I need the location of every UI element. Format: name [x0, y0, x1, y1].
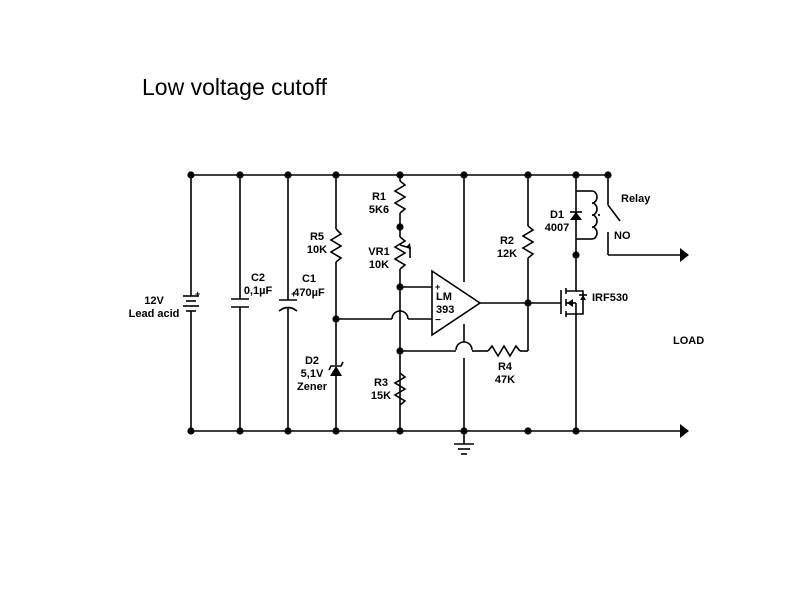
ground-symbol: [454, 443, 474, 455]
c2-name: C2: [251, 272, 265, 284]
resistor-r1: R1 5K6: [369, 175, 407, 237]
r3-name: R3: [374, 377, 388, 389]
diode-d1: D1 4007: [545, 209, 582, 234]
comparator-lm393: + − LM 393: [431, 269, 482, 337]
comparator-minus: −: [435, 315, 441, 326]
c1-name: C1: [302, 273, 316, 285]
mosfet-name: IRF530: [592, 292, 628, 304]
relay-contact-label: NO: [614, 230, 631, 242]
comparator-line1: LM: [436, 291, 452, 303]
resistor-r3: R3 15K: [371, 372, 407, 406]
relay-contact: Relay NO: [596, 175, 689, 262]
r4-value: 47K: [495, 374, 515, 386]
d2-value: 5,1V: [301, 368, 324, 380]
junction-dots: [187, 171, 612, 435]
zener-diode-d2: D2 5,1V Zener: [297, 355, 344, 431]
c1-value: 470µF: [293, 287, 325, 299]
resistor-r4: R4 47K: [400, 344, 528, 386]
battery-plus: +: [195, 289, 200, 299]
comparator-plus: +: [435, 282, 440, 292]
d2-name: D2: [305, 355, 319, 367]
d2-type: Zener: [297, 381, 328, 393]
r1-name: R1: [372, 191, 386, 203]
resistor-r5: R5 10K: [307, 175, 343, 365]
ground-rail: [191, 424, 689, 438]
battery-12v: + 12V Lead acid: [129, 175, 200, 431]
r2-name: R2: [500, 235, 514, 247]
r1-value: 5K6: [369, 204, 389, 216]
c2-value: 0,1µF: [244, 285, 273, 297]
load-label: LOAD: [673, 335, 704, 347]
d1-name: D1: [550, 209, 564, 221]
r5-name: R5: [310, 231, 324, 243]
r2-value: 12K: [497, 248, 517, 260]
battery-voltage: 12V: [144, 295, 164, 307]
reference-wire: [336, 310, 432, 320]
battery-type: Lead acid: [129, 308, 180, 320]
potentiometer-vr1: VR1 10K: [368, 236, 411, 432]
relay-name: Relay: [621, 193, 651, 205]
c1-plus: +: [291, 289, 296, 299]
vr1-value: 10K: [369, 259, 389, 271]
r5-value: 10K: [307, 244, 327, 256]
vr1-name: VR1: [368, 246, 389, 258]
capacitor-c1: + C1 470µF: [278, 175, 325, 431]
mosfet-irf530: IRF530: [560, 287, 628, 431]
r4-name: R4: [498, 361, 513, 373]
ground-hop: [455, 341, 473, 351]
r3-value: 15K: [371, 390, 391, 402]
comparator-line2: 393: [436, 304, 454, 316]
capacitor-c2: C2 0,1µF: [231, 175, 272, 431]
relay-coil-branch: [575, 175, 598, 287]
diagram-title: Low voltage cutoff: [142, 74, 328, 100]
d1-value: 4007: [545, 222, 569, 234]
resistor-r2: R2 12K: [497, 175, 535, 351]
